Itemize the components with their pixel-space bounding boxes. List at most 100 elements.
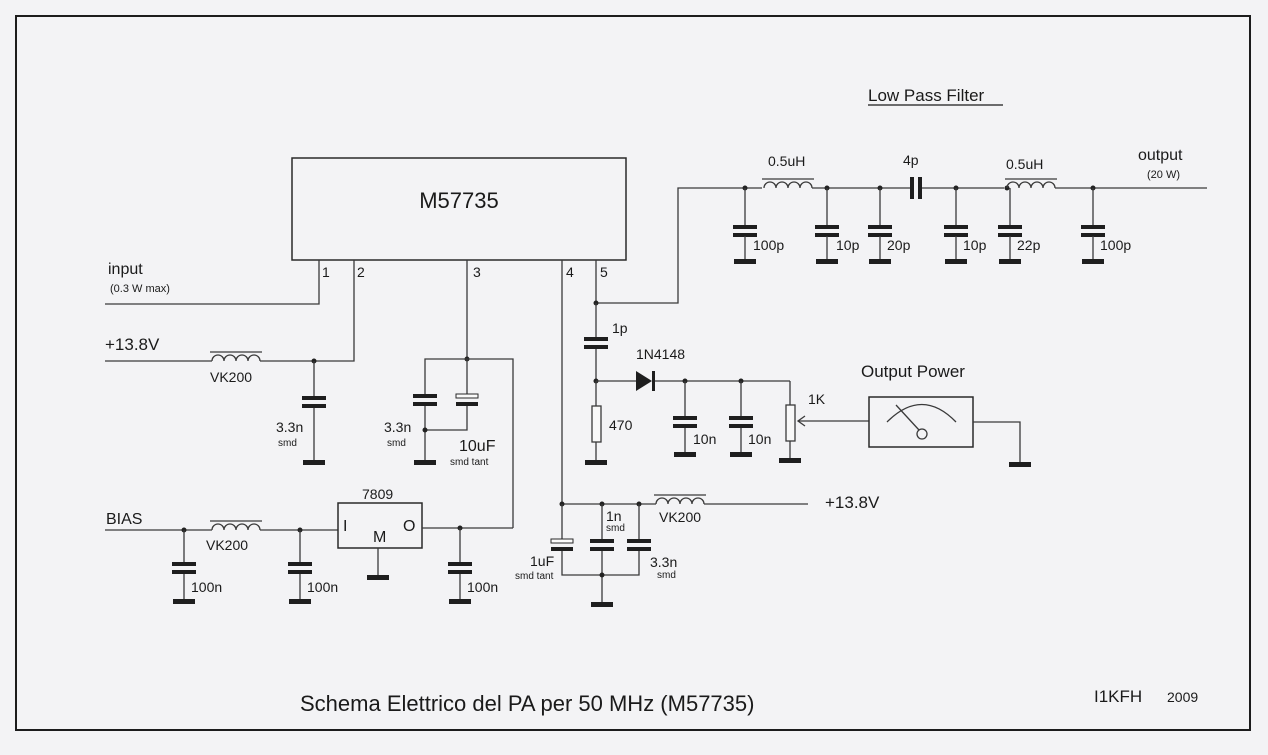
regulator-pin-gnd: M — [373, 529, 386, 546]
capacitor-icon — [288, 562, 312, 574]
tant-note: smd tant — [515, 571, 554, 582]
capacitor-icon — [673, 416, 697, 428]
output-note: (20 W) — [1147, 169, 1180, 181]
ic-body — [291, 157, 627, 261]
cap2-note: smd — [657, 570, 676, 581]
output-power-detector: 1p 1N4148 470 10n 10n 1K — [584, 303, 1031, 467]
pin-2-label: 2 — [357, 264, 365, 280]
supply-bottom-label: +13.8V — [825, 493, 880, 512]
pin3-decoupling: 3.3n smd 10uF smd tant — [384, 260, 514, 528]
bias-label: BIAS — [106, 511, 142, 528]
inductor-value: 0.5uH — [768, 153, 805, 169]
ground-icon — [999, 259, 1021, 264]
cap-value: 10p — [963, 237, 987, 253]
pot-value: 1K — [808, 391, 826, 407]
choke-label: VK200 — [206, 537, 248, 553]
ground-icon — [1082, 259, 1104, 264]
regulator-name: 7809 — [362, 486, 393, 502]
inductor-icon — [761, 178, 815, 189]
diode-label: 1N4148 — [636, 346, 685, 362]
capacitor-icon — [627, 539, 651, 551]
ground-icon — [173, 599, 195, 604]
tant-value: 10uF — [459, 438, 496, 455]
supply-top-label: +13.8V — [105, 335, 160, 354]
capacitor-icon — [590, 539, 614, 551]
cap-value: 3.3n — [276, 419, 303, 435]
choke-vk200-icon — [209, 520, 263, 531]
regulator-pin-out: O — [403, 518, 415, 535]
inductor-icon — [1004, 178, 1058, 189]
diode-icon — [636, 371, 652, 391]
choke-vk200-icon — [653, 494, 707, 505]
shunt-cap-3: 20p — [868, 188, 911, 264]
resistor-icon — [591, 405, 602, 443]
capacitor-icon — [172, 562, 196, 574]
ground-icon — [585, 460, 607, 465]
ground-icon — [1009, 462, 1031, 467]
choke-label: VK200 — [659, 509, 701, 525]
tant-note: smd tant — [450, 457, 489, 468]
ic-name: M57735 — [419, 188, 499, 213]
cap-value: 10n — [748, 431, 771, 447]
ground-icon — [289, 599, 311, 604]
pin-1-label: 1 — [322, 264, 330, 280]
ground-icon — [734, 259, 756, 264]
cap-value: 100p — [1100, 237, 1131, 253]
tantalum-capacitor-icon — [455, 393, 479, 407]
capacitor-icon — [413, 394, 437, 406]
bias-section: BIAS 100n VK200 100n 7809 I M O 100n — [105, 486, 513, 604]
cap-value: 100n — [467, 579, 498, 595]
lpf-title: Low Pass Filter — [868, 86, 985, 105]
series-capacitor-icon — [910, 177, 914, 199]
ground-icon — [303, 460, 325, 465]
shunt-cap-4: 10p — [944, 188, 987, 264]
inductor-value: 0.5uH — [1006, 156, 1043, 172]
ground-icon — [367, 575, 389, 580]
pin-3-label: 3 — [473, 264, 481, 280]
meter-label: Output Power — [861, 362, 965, 381]
ground-icon — [674, 452, 696, 457]
ic-m57735: M57735 1 2 3 4 5 — [291, 157, 627, 280]
capacitor-icon — [584, 337, 608, 349]
cap-note: smd — [278, 438, 297, 449]
year-label: 2009 — [1167, 689, 1198, 705]
cap-value: 100p — [753, 237, 784, 253]
capacitor-icon — [729, 416, 753, 428]
shunt-cap-1: 100p — [733, 188, 784, 264]
capacitor-icon — [944, 225, 968, 237]
tant-value: 1uF — [530, 553, 554, 569]
ground-icon — [816, 259, 838, 264]
cap-value: 22p — [1017, 237, 1041, 253]
cap-note: smd — [387, 438, 406, 449]
coupling-cap-value: 1p — [612, 320, 628, 336]
potentiometer-icon — [785, 404, 796, 442]
low-pass-filter: Low Pass Filter 0.5uH 4p 0.5uH output (2… — [593, 86, 1207, 306]
shunt-cap-5: 22p — [998, 188, 1041, 264]
cap-value: 10n — [693, 431, 716, 447]
capacitor-icon — [448, 562, 472, 574]
series-cap-value: 4p — [903, 152, 919, 168]
drawing-title: Schema Elettrico del PA per 50 MHz (M577… — [300, 691, 754, 716]
resistor-value: 470 — [609, 417, 633, 433]
output-label: output — [1138, 147, 1183, 164]
cap1-value: 1n — [606, 508, 622, 524]
capacitor-icon — [1081, 225, 1105, 237]
cap-value: 100n — [307, 579, 338, 595]
regulator-7809 — [337, 502, 423, 549]
pin-4-label: 4 — [566, 264, 574, 280]
author-label: I1KFH — [1094, 687, 1142, 706]
shunt-cap-6: 100p — [1081, 188, 1131, 264]
choke-vk200-icon — [209, 351, 263, 362]
capacitor-icon — [302, 396, 326, 408]
choke-label: VK200 — [210, 369, 252, 385]
cap2-value: 3.3n — [650, 554, 677, 570]
ground-icon — [945, 259, 967, 264]
regulator-pin-in: I — [343, 518, 347, 535]
ground-icon — [869, 259, 891, 264]
ground-icon — [779, 458, 801, 463]
cap-value: 3.3n — [384, 419, 411, 435]
ground-icon — [449, 599, 471, 604]
input-note: (0.3 W max) — [110, 283, 170, 295]
supply-bottom-section: VK200 +13.8V 1uF smd tant 1n smd 3.3n sm… — [515, 260, 880, 607]
